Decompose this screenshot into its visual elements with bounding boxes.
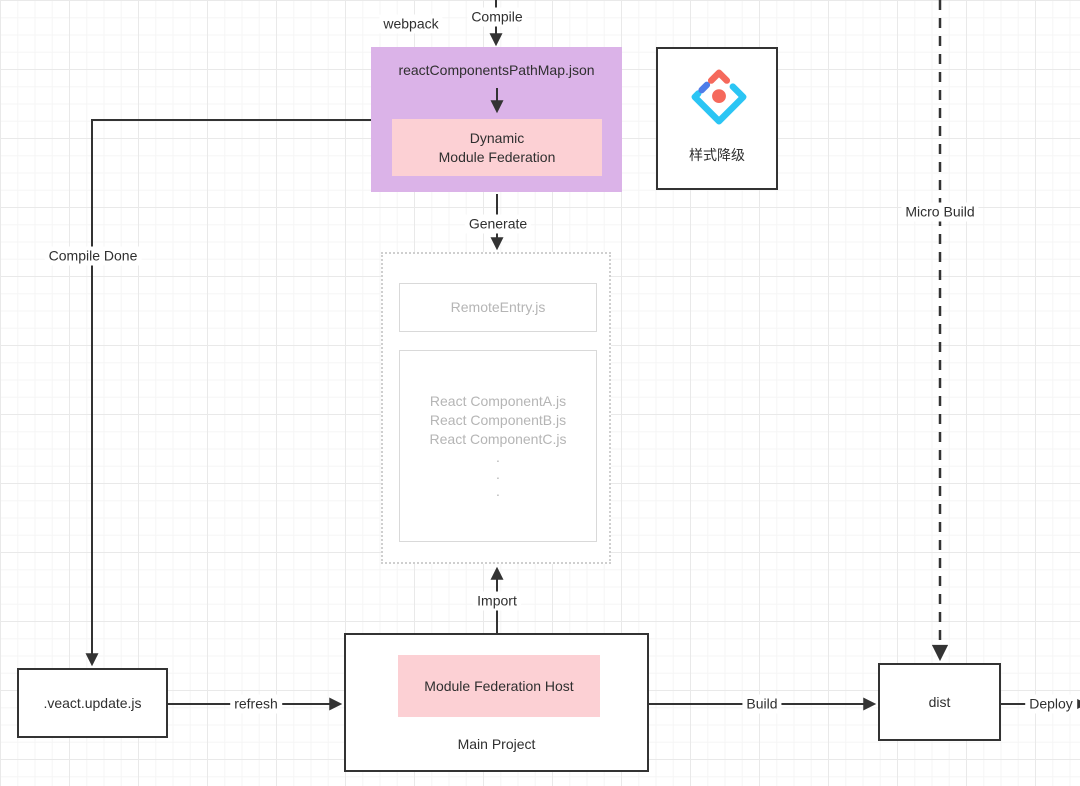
label-compile-done: Compile Done	[44, 246, 142, 266]
component-c-label: React ComponentC.js	[429, 431, 567, 447]
label-micro-build: Micro Build	[901, 202, 979, 222]
main-project-node: Module Federation Host Main Project	[344, 633, 649, 772]
label-compile: Compile	[467, 7, 527, 27]
pathmap-title: reactComponentsPathMap.json	[398, 62, 595, 78]
ellipsis-dot: .	[496, 466, 500, 482]
component-b-label: React ComponentB.js	[429, 412, 567, 428]
compile-done-arrow	[85, 119, 371, 667]
component-a-label: React ComponentA.js	[429, 393, 567, 409]
style-degrade-label: 样式降级	[689, 147, 745, 163]
veact-update-label: .veact.update.js	[43, 694, 142, 711]
ellipsis-dot: .	[496, 483, 500, 499]
remote-entry-node: RemoteEntry.js	[399, 283, 597, 332]
ellipsis-dot: .	[496, 449, 500, 465]
remote-entry-label: RemoteEntry.js	[450, 299, 546, 315]
main-project-label: Main Project	[457, 736, 536, 752]
style-degrade-diamond-icon	[691, 69, 747, 125]
module-federation-line: Module Federation	[438, 148, 556, 165]
dynamic-module-federation-node: Dynamic Module Federation	[392, 119, 602, 176]
dist-label: dist	[928, 693, 951, 710]
generated-output-group: RemoteEntry.js React ComponentA.js React…	[381, 252, 611, 564]
label-build: Build	[742, 694, 782, 714]
label-webpack: webpack	[379, 14, 443, 34]
label-refresh: refresh	[230, 694, 282, 714]
module-federation-host-label: Module Federation Host	[424, 677, 574, 694]
label-import: Import	[473, 591, 521, 611]
dist-node: dist	[878, 663, 1001, 741]
module-federation-host-node: Module Federation Host	[398, 655, 600, 717]
react-components-node: React ComponentA.js React ComponentB.js …	[399, 350, 597, 542]
veact-update-node: .veact.update.js	[17, 668, 168, 738]
label-generate: Generate	[464, 214, 532, 234]
pathmap-node: reactComponentsPathMap.json Dynamic Modu…	[371, 47, 622, 192]
pathmap-inner-arrow	[490, 88, 504, 114]
dynamic-line: Dynamic	[469, 129, 525, 146]
style-degrade-node: 样式降级	[656, 47, 778, 190]
label-deploy: Deploy	[1025, 694, 1077, 714]
